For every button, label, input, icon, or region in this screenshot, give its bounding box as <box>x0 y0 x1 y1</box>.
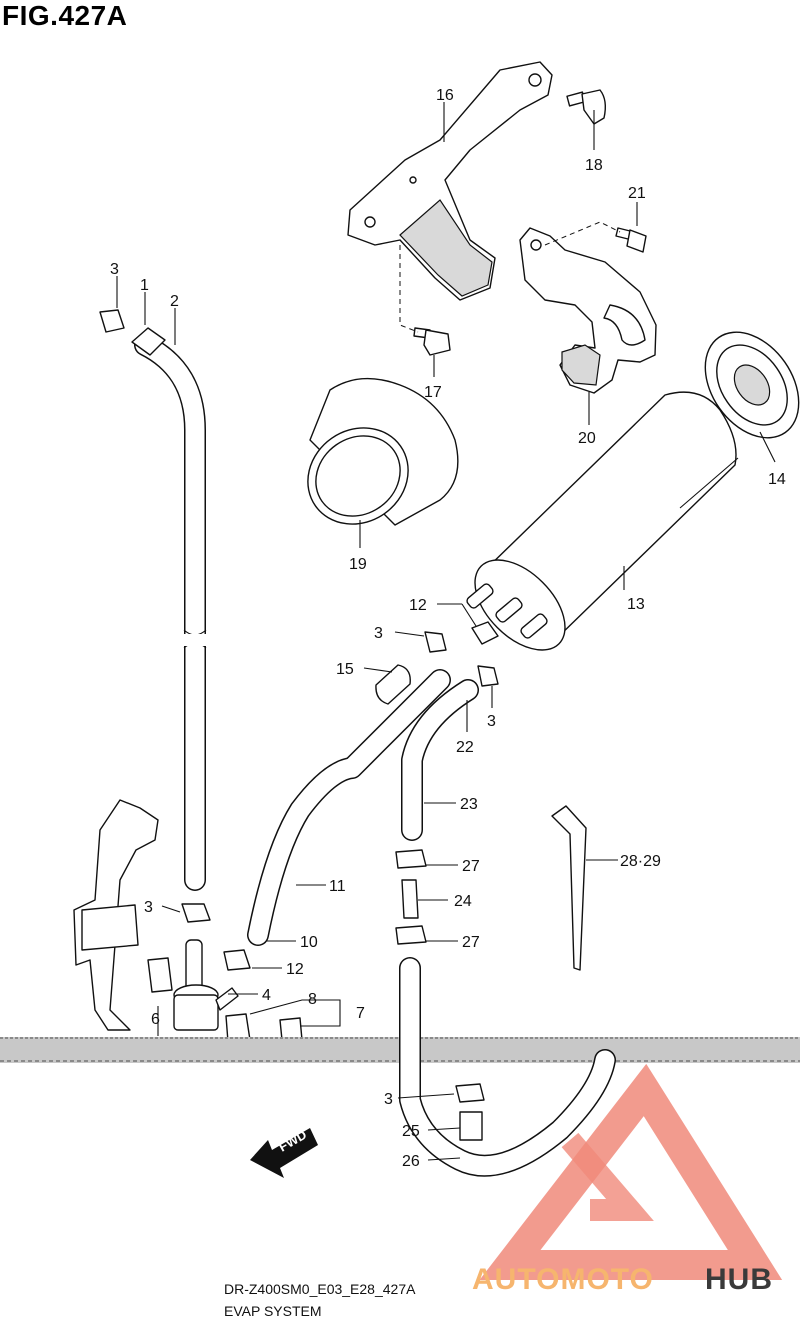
callout-18: 18 <box>585 157 603 174</box>
callout-2: 2 <box>170 293 179 310</box>
clamp-part-6 <box>147 957 173 993</box>
clamp-part-3-top <box>99 309 125 333</box>
cap-part-14 <box>704 331 800 439</box>
clamp-part-3-mid-left <box>424 631 447 653</box>
cap-part-15 <box>375 664 411 705</box>
callout-23: 23 <box>460 796 478 813</box>
band-part-19 <box>307 377 459 526</box>
hose-part-11 <box>247 669 451 946</box>
bracket-part-16 <box>347 61 553 301</box>
callout-4: 4 <box>262 987 271 1004</box>
bolt-part-18 <box>566 89 607 125</box>
figure-title: FIG.427A <box>2 0 128 31</box>
callout-3-top: 3 <box>110 261 119 278</box>
bracket-left <box>73 799 159 1031</box>
clamp-part-27-upper <box>395 849 427 869</box>
callout-12-lower: 12 <box>286 961 304 978</box>
callout-12-upper: 12 <box>409 597 427 614</box>
hose-part-2 <box>134 334 208 891</box>
callout-3-mid-left: 3 <box>374 625 383 642</box>
clamp-part-12-upper <box>471 621 499 645</box>
hose-part-22 <box>401 679 479 841</box>
clamp-part-12-lower <box>223 949 251 971</box>
callout-11: 11 <box>329 878 346 895</box>
watermark-brand-1: AUTOMOTO <box>472 1263 654 1296</box>
callout-19: 19 <box>349 556 367 573</box>
joint-part-24 <box>401 879 419 919</box>
callout-3-bottom: 3 <box>384 1091 393 1108</box>
clamp-part-3-lower-left <box>181 903 211 923</box>
tie-part-28-29 <box>551 805 587 971</box>
model-code: DR-Z400SM0_E03_E28_427A <box>224 1281 416 1297</box>
clamp-part-3-bottom <box>455 1083 485 1103</box>
callout-3-lower-left: 3 <box>144 899 153 916</box>
hose-end-part-25 <box>459 1111 483 1141</box>
bolt-part-21 <box>615 227 647 253</box>
leader-lines <box>116 102 776 1161</box>
callout-25: 25 <box>402 1123 420 1140</box>
callout-7: 7 <box>356 1005 365 1022</box>
watermark-logo: AUTOMOTO HUB <box>472 1063 783 1296</box>
callout-28-29: 28·29 <box>620 853 661 870</box>
callout-20: 20 <box>578 430 596 447</box>
callout-1: 1 <box>140 277 149 294</box>
callout-17: 17 <box>424 384 442 401</box>
bracket-part-20 <box>519 227 657 394</box>
callout-14: 14 <box>768 471 786 488</box>
valve-part-4 <box>173 939 239 1031</box>
fwd-arrow: FWD <box>250 1127 318 1178</box>
callout-16: 16 <box>436 87 454 104</box>
callout-8: 8 <box>308 991 317 1008</box>
callout-21: 21 <box>628 185 646 202</box>
callout-10: 10 <box>300 934 318 951</box>
watermark-brand-2: HUB <box>705 1263 773 1296</box>
bolt-part-17 <box>413 327 451 356</box>
callout-27-lower: 27 <box>462 934 480 951</box>
callout-15: 15 <box>336 661 354 678</box>
hose-part-26 <box>399 957 616 1177</box>
callout-27-upper: 27 <box>462 858 480 875</box>
section-name: EVAP SYSTEM <box>224 1303 322 1319</box>
hose-end-part-1 <box>131 327 166 356</box>
callout-26: 26 <box>402 1153 420 1170</box>
callout-3-mid-right: 3 <box>487 713 496 730</box>
callout-6: 6 <box>151 1011 160 1028</box>
clamp-part-27-lower <box>395 925 427 945</box>
holder-part-7 <box>279 1017 303 1041</box>
canister-part-13 <box>466 391 739 651</box>
callout-22: 22 <box>456 739 474 756</box>
clamp-part-3-mid-right <box>477 665 499 687</box>
callout-13: 13 <box>627 596 645 613</box>
callout-24: 24 <box>454 893 472 910</box>
callout-labels: 16 18 21 3 1 2 17 20 14 19 13 12 3 15 3 … <box>110 87 786 1170</box>
